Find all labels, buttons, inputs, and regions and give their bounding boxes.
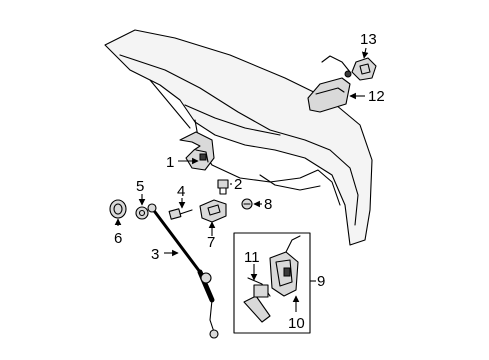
part-actuator — [243, 277, 271, 323]
callout-11: 11 — [244, 249, 260, 266]
callout-13: 13 — [360, 31, 377, 48]
latch-assembly-box — [233, 232, 311, 334]
part-bolt — [217, 179, 229, 195]
callout-12: 12 — [368, 88, 385, 105]
part-latch — [269, 235, 301, 297]
callout-2: 2 — [234, 176, 242, 193]
part-screw — [241, 198, 253, 210]
trunk-lid — [104, 29, 373, 246]
part-grommet — [109, 199, 127, 219]
callout-4: 4 — [177, 183, 185, 200]
callout-7: 7 — [207, 234, 215, 251]
callout-3: 3 — [151, 246, 159, 263]
callout-1: 1 — [166, 154, 174, 171]
callout-6: 6 — [114, 230, 122, 247]
part-lamp-assembly — [307, 55, 352, 113]
callout-5: 5 — [136, 178, 144, 195]
part-gas-strut — [147, 203, 219, 339]
callout-8: 8 — [264, 196, 272, 213]
part-stud — [168, 208, 193, 220]
part-striker — [199, 199, 227, 223]
part-switch-sensor — [351, 57, 377, 81]
part-nut — [135, 206, 149, 220]
callout-10: 10 — [288, 315, 305, 332]
part-hinge-bracket — [179, 131, 215, 171]
callout-9: 9 — [317, 273, 325, 290]
